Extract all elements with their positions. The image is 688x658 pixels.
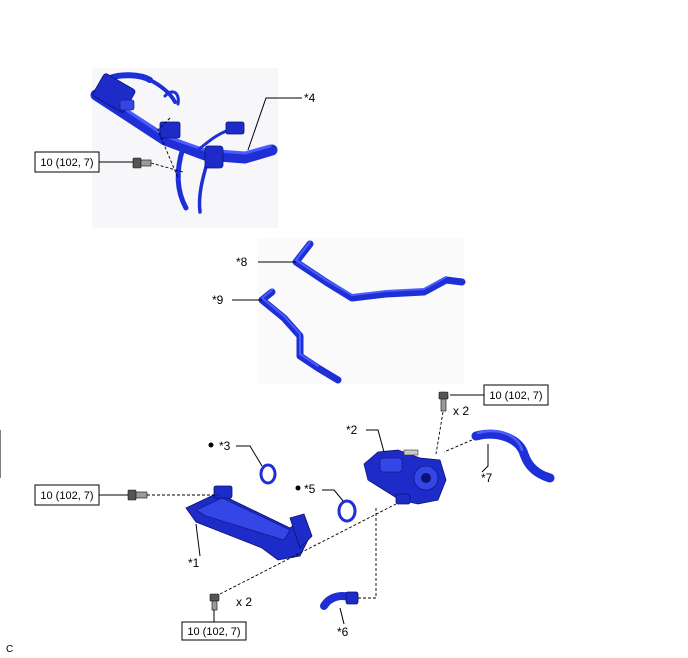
egr-valve-icon (363, 449, 447, 505)
callout-7-leader (481, 444, 489, 473)
callout-6-label: *6 (337, 625, 349, 639)
torque-spec-box-left: 10 (102, 7) (34, 484, 100, 506)
bolt-icon (209, 593, 220, 611)
pipe-6 (320, 591, 359, 610)
callout-5-leader (322, 489, 345, 503)
pipe-6-dash-line (358, 506, 377, 599)
pipes-background (258, 238, 464, 384)
bottom-bolt-dash-line (219, 503, 397, 595)
right-bolt-dash-line (435, 411, 444, 455)
egr-pipe-assembly (90, 72, 278, 214)
callout-2-leader (366, 429, 385, 453)
bolt-icon (132, 157, 152, 169)
bolt-icon (127, 489, 148, 501)
callout-2-label: *2 (346, 423, 358, 437)
hose-clamp-icon (259, 463, 277, 485)
nonreusable-part-icon (295, 485, 301, 491)
torque-spec-box-bottom: 10 (102, 7) (181, 621, 247, 641)
corner-letter: C (6, 644, 13, 655)
callout-5-label: *5 (304, 482, 316, 496)
callout-4-leader (247, 97, 302, 151)
callout-7-label: *7 (481, 471, 493, 485)
torque-spec-text: 10 (102, 7) (187, 626, 240, 638)
top-bolt-dash-line (150, 162, 184, 173)
torque-spec-text: 10 (102, 7) (489, 390, 542, 402)
callout-3-leader (236, 445, 263, 467)
torque-spec-text: 10 (102, 7) (40, 490, 93, 502)
callout-3-label: *3 (219, 439, 231, 453)
pipe-8 (292, 240, 466, 302)
egr-cooler-icon (185, 485, 313, 561)
torque-spec-box-top: 10 (102, 7) (34, 151, 100, 173)
top-assembly-dash-line (157, 117, 179, 179)
torque-spec-box-right: 10 (102, 7) (483, 384, 549, 406)
quantity-x2-right: x 2 (453, 404, 469, 418)
callout-1-label: *1 (188, 556, 200, 570)
callout-1-leader (195, 523, 201, 557)
nonreusable-part-icon (208, 442, 214, 448)
callout-4-label: *4 (304, 91, 316, 105)
bolt-icon (438, 391, 449, 412)
callout-8-label: *8 (236, 255, 248, 269)
callout-6-leader (339, 607, 345, 625)
quantity-x2-bottom: x 2 (236, 595, 252, 609)
hose-clamp-icon (337, 499, 357, 523)
torque-spec-text: 10 (102, 7) (40, 157, 93, 169)
callout-9-label: *9 (212, 293, 224, 307)
pipe-7-dash-line (443, 439, 473, 453)
pipe-7 (471, 429, 555, 483)
